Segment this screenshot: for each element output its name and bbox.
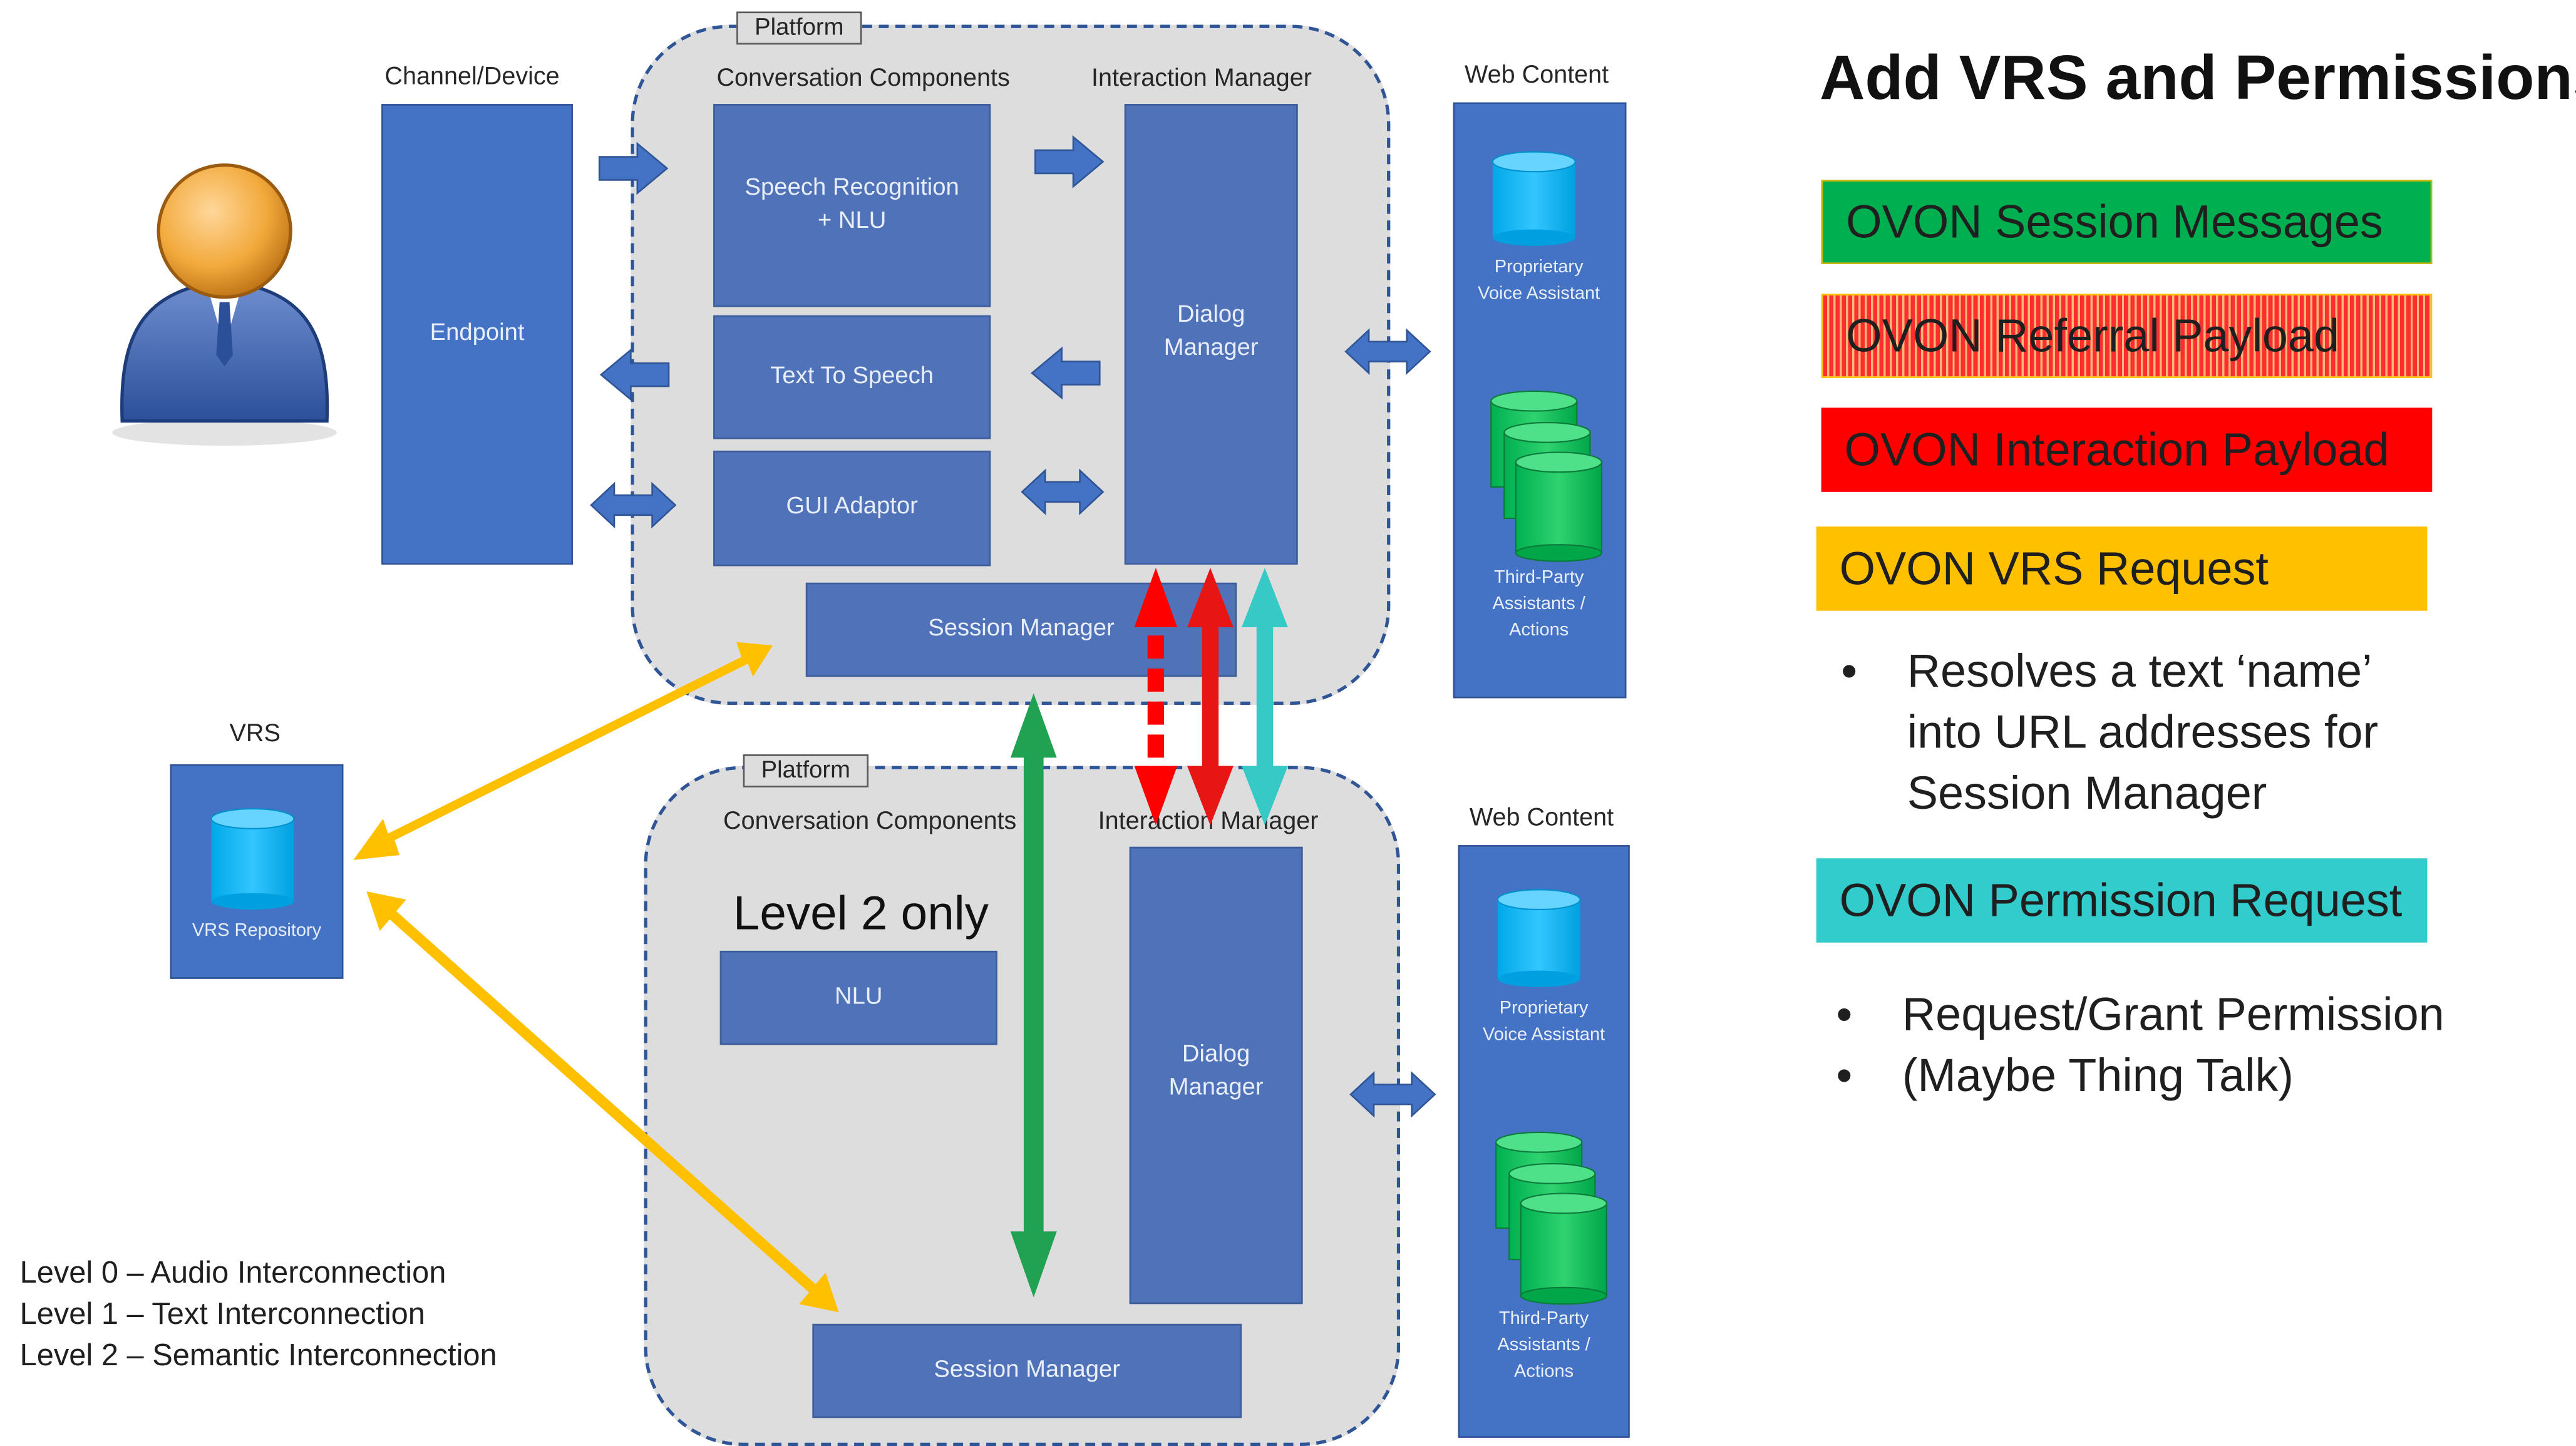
- dialog-manager-2-block: Dialog Manager: [1129, 846, 1303, 1305]
- legend-referral-payload-label: OVON Referral Payload: [1846, 309, 2340, 361]
- legend-permission-request-label: OVON Permission Request: [1839, 874, 2403, 926]
- level-2-line: Level 2 – Semantic Interconnection: [19, 1337, 497, 1373]
- endpoint-to-speech-arrow: [598, 141, 669, 195]
- legend-vrs-request-label: OVON VRS Request: [1839, 542, 2269, 594]
- permission-bullet-item-2: • (Maybe Thing Talk): [1836, 1045, 2530, 1107]
- vrs-header: VRS: [229, 719, 281, 748]
- speech-to-dialog-arrow: [1034, 135, 1105, 188]
- page-title: Add VRS and Permissions: [1819, 44, 2576, 114]
- gui-adaptor-block: GUI Adaptor: [713, 450, 991, 567]
- dialog-to-tts-arrow: [1031, 346, 1101, 400]
- user-avatar-icon: [112, 163, 337, 446]
- legend-permission-request: OVON Permission Request: [1816, 858, 2428, 943]
- tts-to-endpoint-arrow: [599, 348, 670, 401]
- third-party-1-line1: Third-Party: [1493, 568, 1584, 588]
- platform-1-conversation-header: Conversation Components: [716, 64, 1010, 93]
- platform-2-tab: Platform: [743, 754, 869, 787]
- endpoint-block: Endpoint: [381, 104, 574, 565]
- dialog-webcontent-2-double-arrow: [1349, 1071, 1436, 1118]
- level-0-line: Level 0 – Audio Interconnection: [19, 1254, 446, 1290]
- proprietary-2-line1: Proprietary: [1499, 998, 1589, 1019]
- text-to-speech-label: Text To Speech: [770, 362, 934, 389]
- session-manager-1-label: Session Manager: [928, 615, 1115, 642]
- web-content-2-header: Web Content: [1469, 804, 1614, 833]
- nlu-label: NLU: [834, 983, 883, 1010]
- third-party-2-line1: Third-Party: [1498, 1309, 1589, 1329]
- speech-recognition-line1: Speech Recognition: [744, 175, 959, 202]
- vrs-bullet-text: Resolves a text ‘name’ into URL addresse…: [1907, 645, 2379, 820]
- permission-bullet-text-2: (Maybe Thing Talk): [1902, 1050, 2294, 1102]
- vrs-repository-icon: [210, 808, 295, 910]
- nlu-block: NLU: [719, 950, 997, 1045]
- session-manager-2-block: Session Manager: [812, 1323, 1242, 1418]
- dialog-manager-2-line2: Manager: [1168, 1074, 1264, 1100]
- third-party-assistants-1-label: Third-Party Assistants / Actions: [1453, 566, 1625, 645]
- permission-request-arrow: [1242, 568, 1288, 826]
- permission-bullet-text-1: Request/Grant Permission: [1902, 988, 2445, 1040]
- dialog-manager-2-line1: Dialog: [1182, 1041, 1250, 1069]
- level-2-only-label: Level 2 only: [733, 888, 989, 941]
- platform-1-interaction-header: Interaction Manager: [1091, 64, 1312, 93]
- proprietary-voice-assistant-1-label: Proprietary Voice Assistant: [1453, 256, 1625, 309]
- session-manager-2-label: Session Manager: [934, 1356, 1120, 1383]
- third-party-1-line2: Assistants /: [1492, 594, 1585, 614]
- vrs-bullet-item: • Resolves a text ‘name’ into URL addres…: [1841, 640, 2435, 825]
- web-content-1-header: Web Content: [1465, 61, 1609, 90]
- text-to-speech-block: Text To Speech: [713, 315, 991, 439]
- bullet-dot: •: [1841, 645, 1858, 697]
- legend-referral-payload: OVON Referral Payload: [1821, 294, 2433, 378]
- vrs-session-manager-2-arrow: [366, 891, 839, 1313]
- referral-payload-arrow: [1134, 568, 1178, 826]
- dialog-manager-1-block: Dialog Manager: [1124, 104, 1298, 565]
- legend-interaction-payload: OVON Interaction Payload: [1821, 408, 2433, 492]
- gui-dialog-double-arrow: [1021, 468, 1105, 516]
- vrs-request-bullets: • Resolves a text ‘name’ into URL addres…: [1841, 640, 2435, 825]
- level-1-line: Level 1 – Text Interconnection: [19, 1296, 425, 1331]
- dialog-manager-1-line2: Manager: [1163, 334, 1259, 361]
- speech-recognition-line2: + NLU: [817, 207, 887, 234]
- legend-interaction-payload-label: OVON Interaction Payload: [1844, 423, 2389, 475]
- proprietary-1-line2: Voice Assistant: [1478, 284, 1600, 304]
- bullet-dot: •: [1836, 1050, 1853, 1102]
- third-party-assistants-1-icon: [1490, 390, 1602, 562]
- third-party-1-line3: Actions: [1509, 620, 1569, 640]
- platform-2-conversation-header: Conversation Components: [723, 807, 1017, 836]
- channel-device-header: Channel/Device: [384, 63, 560, 91]
- interaction-payload-arrow: [1187, 568, 1234, 826]
- speech-recognition-block: Speech Recognition + NLU: [713, 104, 991, 307]
- third-party-assistants-2-label: Third-Party Assistants / Actions: [1458, 1308, 1629, 1387]
- vrs-repository-label: VRS Repository: [192, 921, 322, 941]
- third-party-2-line2: Assistants /: [1497, 1335, 1590, 1355]
- session-messages-arrow: [1010, 693, 1057, 1298]
- proprietary-1-line1: Proprietary: [1494, 257, 1584, 278]
- vrs-session-manager-1-arrow: [353, 642, 773, 860]
- proprietary-voice-assistant-2-label: Proprietary Voice Assistant: [1458, 997, 1629, 1050]
- endpoint-label: Endpoint: [430, 319, 525, 347]
- legend-session-messages-label: OVON Session Messages: [1846, 195, 2383, 247]
- platform-1-tab: Platform: [736, 11, 862, 45]
- proprietary-2-line2: Voice Assistant: [1483, 1025, 1605, 1045]
- legend-session-messages: OVON Session Messages: [1821, 180, 2433, 264]
- proprietary-voice-assistant-1-icon: [1492, 151, 1576, 246]
- gui-adaptor-label: GUI Adaptor: [786, 494, 918, 521]
- level-definitions: Level 0 – Audio Interconnection Level 1 …: [20, 1251, 497, 1376]
- endpoint-gui-double-arrow: [590, 481, 677, 529]
- legend-vrs-request: OVON VRS Request: [1816, 526, 2428, 611]
- third-party-assistants-2-icon: [1495, 1131, 1607, 1305]
- bullet-dot: •: [1836, 988, 1853, 1040]
- permission-request-bullets: • Request/Grant Permission • (Maybe Thin…: [1836, 984, 2530, 1107]
- proprietary-voice-assistant-2-icon: [1497, 889, 1581, 987]
- dialog-webcontent-1-double-arrow: [1344, 328, 1431, 375]
- dialog-manager-1-line1: Dialog: [1177, 302, 1245, 329]
- permission-bullet-item-1: • Request/Grant Permission: [1836, 984, 2530, 1045]
- third-party-2-line3: Actions: [1514, 1361, 1574, 1382]
